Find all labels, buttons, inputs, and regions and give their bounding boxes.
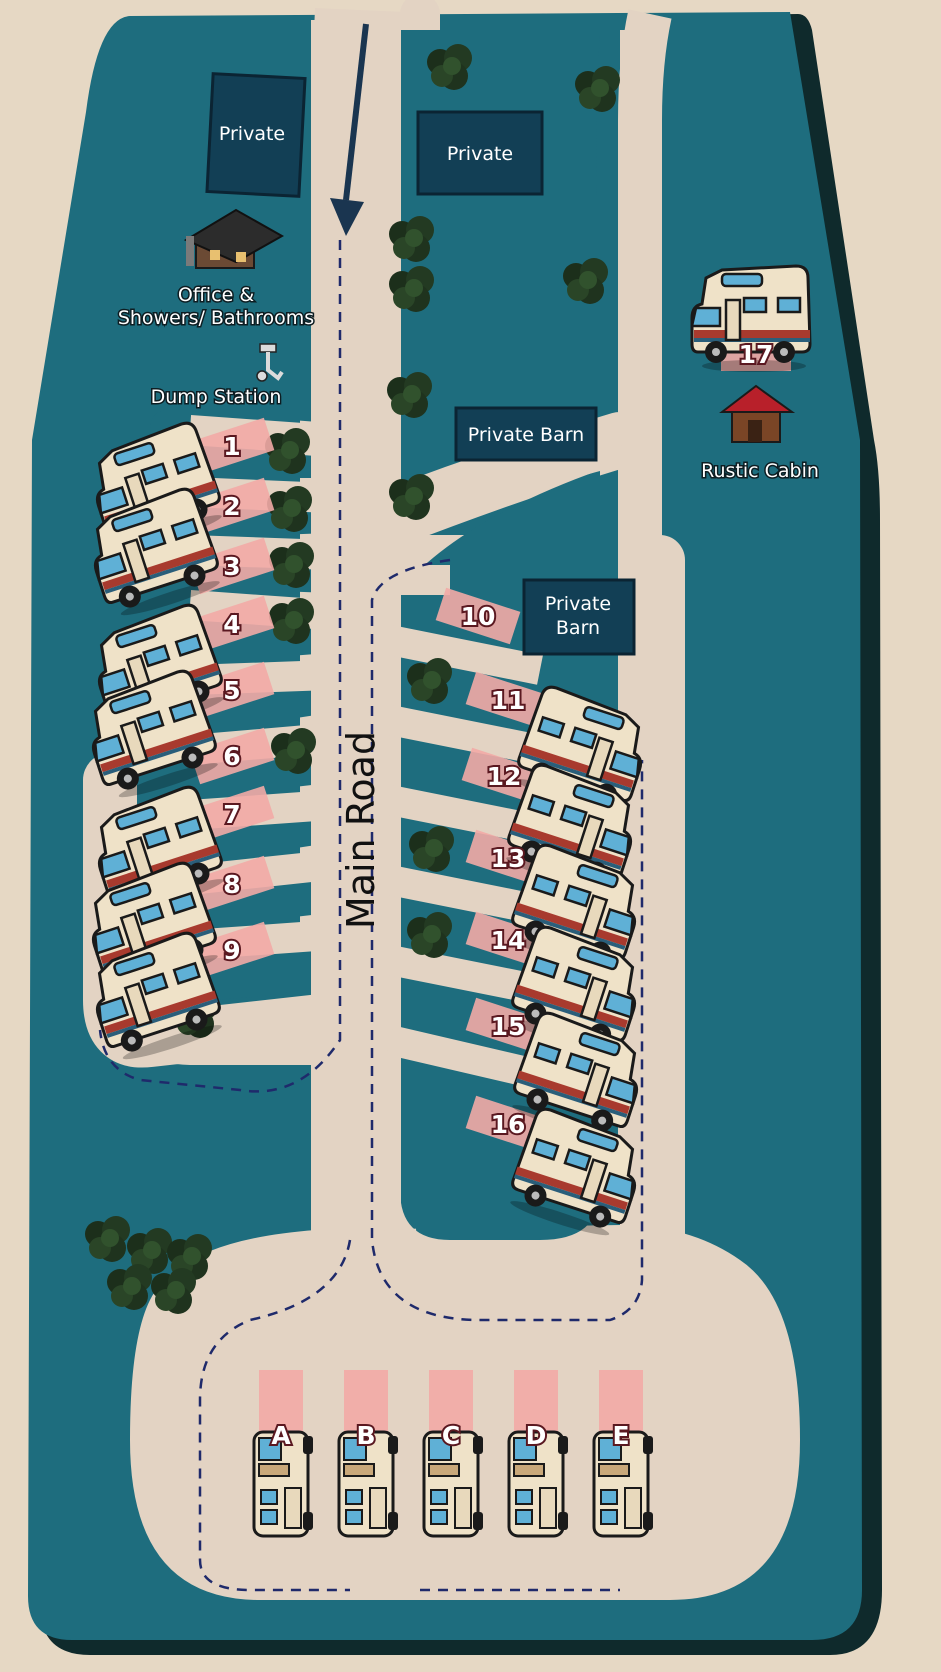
tree-icon bbox=[151, 1268, 196, 1314]
tree-icon bbox=[389, 266, 434, 312]
site-number[interactable]: 9 bbox=[221, 934, 242, 967]
building-private-barn-1[interactable]: Private Barn bbox=[454, 406, 598, 462]
tree-icon bbox=[407, 658, 452, 704]
entrance-arrow-icon bbox=[330, 23, 369, 236]
tree-icon bbox=[389, 474, 434, 520]
office-label-line1: Office & bbox=[178, 284, 254, 306]
building-label-line2: Barn bbox=[556, 617, 600, 639]
site-number[interactable]: 17 bbox=[737, 338, 776, 371]
site-pad[interactable] bbox=[189, 595, 275, 653]
tree-icon bbox=[85, 1216, 130, 1262]
building-private-1[interactable]: Private bbox=[205, 72, 307, 198]
pull-through-site-label[interactable]: D bbox=[524, 1419, 549, 1452]
site-number[interactable]: 10 bbox=[459, 600, 498, 633]
site-pad[interactable] bbox=[189, 921, 275, 979]
site-number[interactable]: 11 bbox=[489, 684, 528, 717]
site-number[interactable]: 14 bbox=[489, 924, 528, 957]
tree-icon bbox=[427, 44, 472, 90]
tree-icon bbox=[389, 216, 434, 262]
building-label: Private Barn bbox=[468, 424, 584, 446]
site-number[interactable]: 12 bbox=[485, 760, 524, 793]
site-pad[interactable] bbox=[189, 417, 275, 475]
office-label-line2: Showers/ Bathrooms bbox=[118, 307, 314, 329]
tree-icon bbox=[265, 428, 310, 474]
tree-icon bbox=[107, 1264, 152, 1310]
building-private-barn-2[interactable]: Private Barn bbox=[522, 578, 636, 656]
building-label-line1: Private bbox=[545, 593, 611, 615]
pull-through-site-label[interactable]: E bbox=[610, 1419, 631, 1452]
tree-icon bbox=[407, 912, 452, 958]
tree-icon bbox=[387, 372, 432, 418]
site-number[interactable]: 7 bbox=[221, 798, 242, 831]
site-pad[interactable] bbox=[189, 537, 275, 595]
building-label: Private bbox=[447, 143, 513, 165]
cabin-icon[interactable] bbox=[719, 384, 796, 443]
tree-icon bbox=[575, 66, 620, 112]
site-pad[interactable] bbox=[465, 997, 551, 1055]
tree-icon bbox=[563, 258, 608, 304]
site-number[interactable]: 5 bbox=[221, 674, 242, 707]
main-road-label: Main Road bbox=[339, 731, 383, 929]
tree-icon bbox=[271, 728, 316, 774]
site-number[interactable]: 4 bbox=[221, 608, 242, 641]
dump-station-icon[interactable] bbox=[256, 343, 284, 382]
site-number[interactable]: 15 bbox=[489, 1010, 528, 1043]
pull-through-site-label[interactable]: A bbox=[269, 1419, 293, 1452]
site-pad[interactable] bbox=[189, 855, 275, 913]
tree-icon bbox=[269, 598, 314, 644]
building-private-2[interactable]: Private bbox=[416, 110, 544, 196]
building-label: Private bbox=[219, 123, 285, 145]
site-number[interactable]: 8 bbox=[221, 868, 242, 901]
site-pad[interactable] bbox=[189, 727, 275, 785]
tree-icon bbox=[409, 826, 454, 872]
office-building-icon[interactable] bbox=[183, 208, 285, 269]
site-number[interactable]: 1 bbox=[221, 430, 242, 463]
site-number[interactable]: 6 bbox=[221, 740, 242, 773]
site-pad[interactable] bbox=[435, 587, 521, 645]
pull-through-site-label[interactable]: C bbox=[440, 1419, 462, 1452]
cabin-label: Rustic Cabin bbox=[701, 460, 819, 482]
site-pad[interactable] bbox=[465, 671, 551, 729]
site-number[interactable]: 3 bbox=[221, 550, 242, 583]
route-line bbox=[98, 240, 644, 1592]
pull-through-site-label[interactable]: B bbox=[354, 1419, 377, 1452]
site-number[interactable]: 13 bbox=[489, 842, 528, 875]
tree-icon bbox=[269, 542, 314, 588]
site-number[interactable]: 2 bbox=[221, 490, 242, 523]
dump-station-label: Dump Station bbox=[151, 386, 282, 408]
site-number[interactable]: 16 bbox=[489, 1108, 528, 1141]
